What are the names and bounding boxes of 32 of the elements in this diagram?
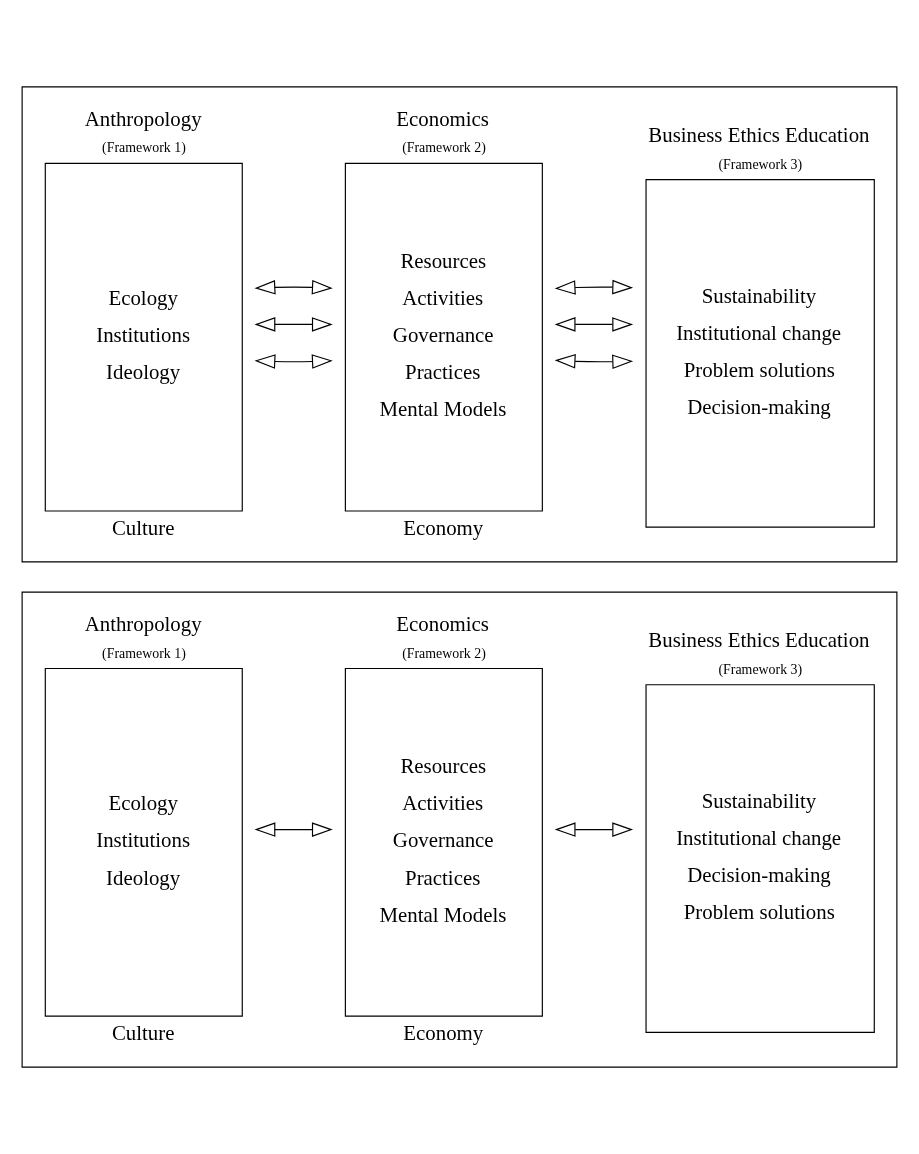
node-label: Economy: [403, 515, 484, 540]
arrow: [554, 279, 634, 295]
arrow: [554, 822, 634, 837]
node-label: Business Ethics Education: [648, 627, 870, 652]
node-label: Economics: [396, 611, 489, 636]
node-box: Sustainability Institutional change Problem solutions Decision-making: [645, 179, 875, 528]
node-label: Business Ethics Education: [648, 122, 870, 147]
node-label: (Framework 2): [402, 645, 486, 661]
node-label: (Framework 1): [102, 140, 186, 156]
node-label: Anthropology: [84, 106, 202, 131]
arrow: [254, 822, 333, 837]
node-box: Ecology Institutions Ideology: [44, 162, 243, 512]
node-box: Resources Activities Governance Practices Mental Models: [344, 162, 543, 512]
node-box: Resources Activities Governance Practices Mental Models: [344, 667, 543, 1017]
node-box: Ecology Institutions Ideology: [44, 667, 243, 1017]
arrow: [554, 317, 634, 332]
node-box: Sustainability Institutional change Decision-making Problem solutions: [645, 684, 875, 1033]
node-label: (Framework 2): [402, 140, 486, 156]
node-label: Economics: [396, 106, 489, 131]
node-label: Economy: [403, 1020, 484, 1045]
arrow: [254, 317, 333, 332]
arrow: [254, 280, 333, 295]
node-label: (Framework 1): [102, 645, 186, 661]
arrow: [554, 354, 634, 369]
arrow: [254, 354, 333, 369]
node-label: Anthropology: [84, 611, 202, 636]
node-label: Culture: [111, 1020, 175, 1045]
cluster: [21, 86, 898, 563]
node-label: (Framework 3): [718, 661, 803, 677]
cluster: [21, 591, 898, 1068]
node-label: Culture: [111, 515, 175, 540]
node-label: (Framework 3): [718, 156, 803, 172]
